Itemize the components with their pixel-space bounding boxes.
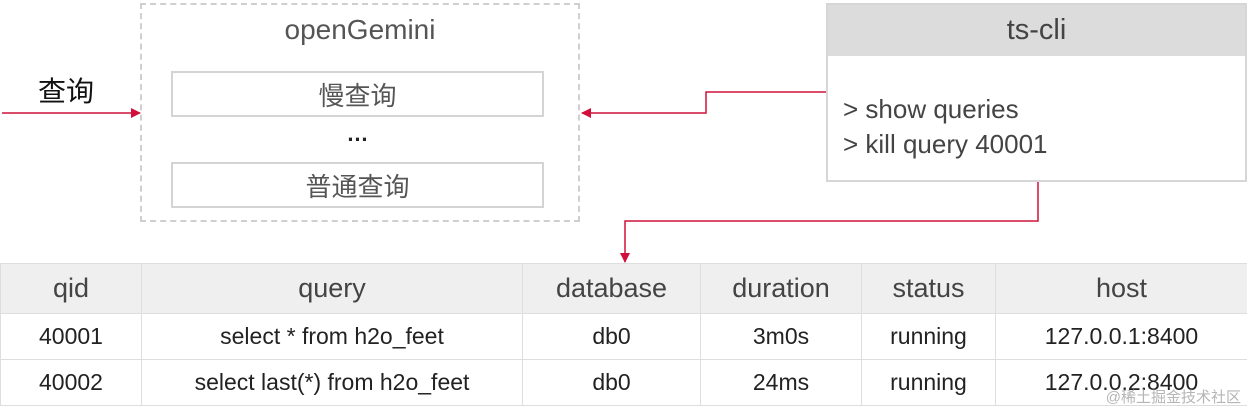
- queries-table: qid query database duration status host …: [0, 263, 1247, 406]
- cli-command-show: > show queries: [843, 94, 1019, 124]
- header-query: query: [141, 263, 523, 314]
- table-row: 40002 select last(*) from h2o_feet db0 2…: [0, 359, 1247, 406]
- cli-command-kill: > kill query 40001: [843, 129, 1048, 159]
- cell-database: db0: [522, 313, 701, 360]
- server-title: openGemini: [284, 14, 436, 45]
- query-input-label: 查询: [38, 76, 95, 107]
- cli-to-server-arrow: [581, 91, 826, 118]
- header-qid: qid: [0, 263, 142, 314]
- cell-duration: 3m0s: [700, 313, 862, 360]
- header-status: status: [861, 263, 996, 314]
- opengemini-server-box: [140, 3, 580, 222]
- cli-title: ts-cli: [828, 5, 1245, 56]
- cell-query: select last(*) from h2o_feet: [141, 359, 523, 406]
- cli-to-table-arrow: [620, 182, 1039, 263]
- slow-query-box: 慢查询: [171, 71, 544, 117]
- cell-database: db0: [522, 359, 701, 406]
- ellipsis: …: [346, 121, 369, 146]
- header-host: host: [995, 263, 1247, 314]
- cell-host: 127.0.0.1:8400: [995, 313, 1247, 360]
- cell-qid: 40001: [0, 313, 142, 360]
- header-database: database: [522, 263, 701, 314]
- cell-qid: 40002: [0, 359, 142, 406]
- cell-status: running: [861, 313, 996, 360]
- cell-query: select * from h2o_feet: [141, 313, 523, 360]
- header-duration: duration: [700, 263, 862, 314]
- cell-host: 127.0.0.2:8400: [995, 359, 1247, 406]
- normal-query-box: 普通查询: [171, 162, 544, 208]
- cell-status: running: [861, 359, 996, 406]
- table-row: 40001 select * from h2o_feet db0 3m0s ru…: [0, 313, 1247, 360]
- cell-duration: 24ms: [700, 359, 862, 406]
- watermark: @稀土掘金技术社区: [1105, 389, 1241, 406]
- table-header-row: qid query database duration status host: [0, 263, 1247, 314]
